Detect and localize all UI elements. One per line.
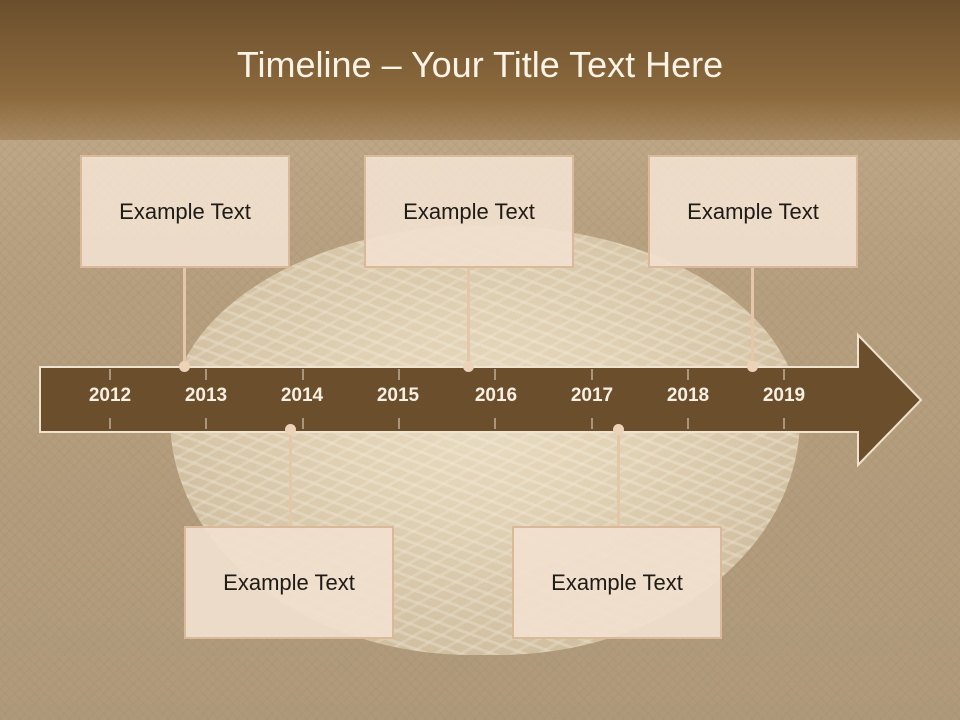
year-label-2017: 2017 [570, 385, 614, 406]
event-box-3: Example Text [648, 155, 858, 268]
event-box-2: Example Text [364, 155, 574, 268]
year-label-2016: 2016 [474, 385, 518, 406]
event-marker-dot [285, 424, 296, 435]
year-label-2019: 2019 [762, 385, 806, 406]
year-label-2018: 2018 [666, 385, 710, 406]
year-label-2015: 2015 [376, 385, 420, 406]
event-marker-dot [179, 361, 190, 372]
event-marker-dot [463, 361, 474, 372]
year-label-2014: 2014 [280, 385, 324, 406]
title-banner: Timeline – Your Title Text Here [0, 0, 960, 140]
event-connector [751, 268, 754, 366]
event-box-4: Example Text [184, 526, 394, 639]
timeline-arrow-shape [39, 332, 923, 468]
event-marker-dot [747, 361, 758, 372]
year-label-2012: 2012 [88, 385, 132, 406]
slide-title: Timeline – Your Title Text Here [236, 44, 724, 85]
event-box-5: Example Text [512, 526, 722, 639]
event-connector [467, 268, 470, 366]
year-label-2013: 2013 [184, 385, 228, 406]
event-connector [289, 430, 292, 526]
event-connector [183, 268, 186, 366]
event-connector [617, 430, 620, 526]
event-marker-dot [613, 424, 624, 435]
event-box-1: Example Text [80, 155, 290, 268]
